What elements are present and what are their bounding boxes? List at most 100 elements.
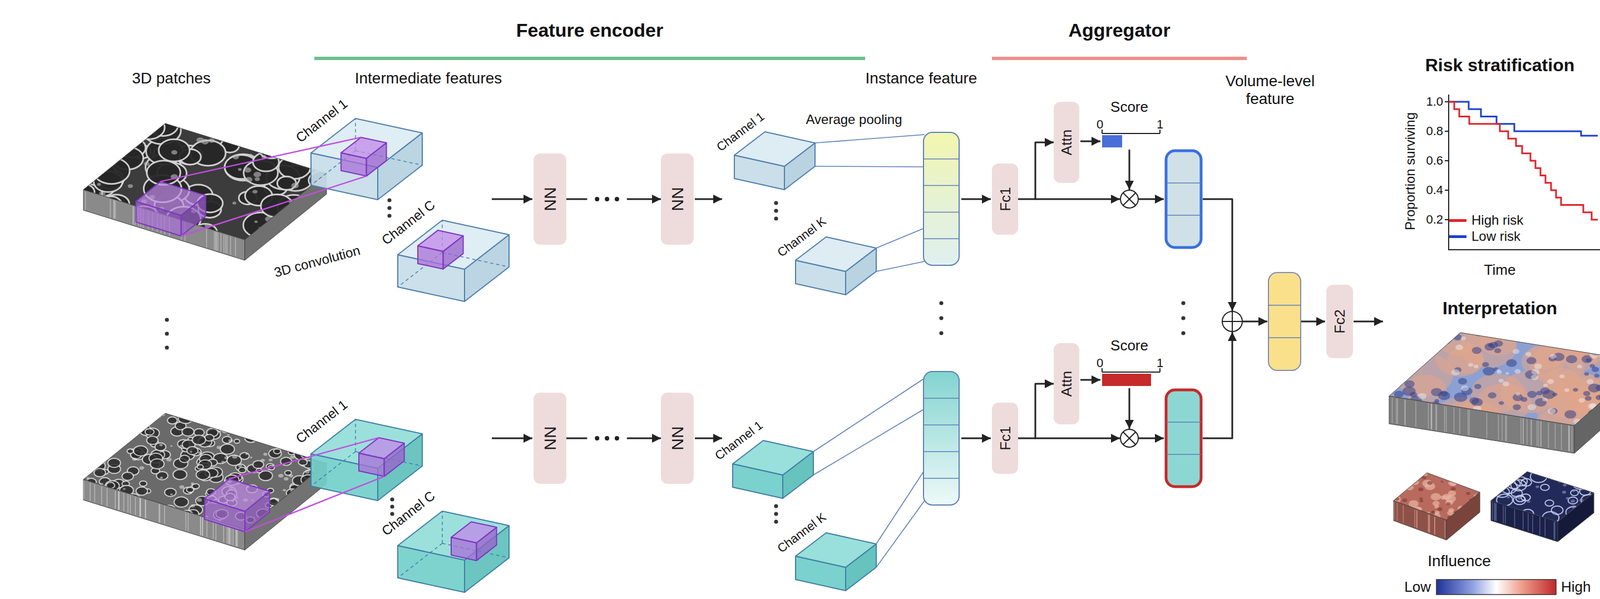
texture-cell [1547,408,1557,415]
slab-top [83,123,327,240]
slab-texture [145,500,147,519]
vector-cell-line [923,397,960,399]
texture-cell [303,212,339,238]
label-holder: Score [1110,337,1149,355]
texture-cell [158,139,190,162]
texture-cell [1463,510,1470,516]
texture-cell [131,457,137,462]
texture-cell [268,448,282,458]
texture-cell [1458,378,1468,385]
texture-cell [94,521,103,528]
slab-texture [1485,468,1598,525]
texture-cell [174,516,188,527]
vector-cell-line [1166,421,1202,423]
texture-cell [264,216,273,222]
texture-cell [270,432,274,436]
box-label: NN [541,426,559,451]
slab-texture [1522,418,1524,444]
ellipsis-dot [387,213,392,218]
texture-cell [307,525,311,528]
texture-cell [228,438,233,443]
vector-cell-line [923,451,960,453]
feature-cubes [310,118,510,593]
flow-arrow [491,198,533,201]
texture-cell [252,427,267,438]
texture-cell [1419,497,1423,500]
slab-texture [1436,405,1438,431]
pooling-line [813,408,925,476]
ellipsis-dot [773,208,778,213]
texture-cell [1408,500,1419,508]
slab-texture [1396,502,1399,521]
texture-cell [1502,381,1510,387]
pooling-line [813,378,925,452]
slab-texture [1395,398,1397,424]
multiply-symbol [1123,193,1136,206]
slab-texture [117,491,120,511]
texture-cell [283,428,290,433]
slab-texture [1416,510,1418,528]
vector-cell-line [1166,214,1202,216]
texture-cell [1523,512,1527,515]
legend-swatch [1449,235,1467,239]
slab-texture [1430,403,1432,430]
texture-cell [99,500,106,505]
flow-arrow [566,437,661,440]
texture-cell [1584,372,1590,376]
texture-cell [96,183,101,186]
texture-cell [1450,487,1456,491]
texture-cell [1576,519,1579,522]
texture-cell [170,493,174,496]
label-holder: Channel 1 [292,95,350,146]
slab-texture [1494,502,1496,521]
texture-cell [179,445,184,448]
texture-cell [1595,384,1600,392]
texture-cell [313,489,316,491]
texture-cell [1507,471,1520,481]
column-label: Instance feature [865,69,978,88]
slab-texture [1495,503,1498,522]
texture-cell [90,412,100,420]
ellipsis-dot [773,511,778,516]
box-label: NN [541,186,559,211]
pooling-line [876,470,925,545]
slab-texture [1486,412,1488,439]
vector-cell-line [923,185,960,187]
texture-cell [170,514,184,525]
texture-cell [196,418,202,422]
texture-cell [1574,478,1579,482]
label-holder: 3D patches [131,69,211,88]
texture-cell [163,515,169,520]
texture-cell [282,421,290,428]
section-rule [314,56,866,61]
texture-cell [319,524,324,528]
texture-cell [179,485,185,489]
section-heading: Aggregator [1068,19,1170,42]
texture-cell [288,435,294,439]
ellipsis-dot [1181,331,1185,335]
ellipsis-dot [604,196,610,202]
slab-texture [113,200,115,219]
panel-heading: Risk stratification [1425,55,1575,76]
slab-texture [228,525,230,545]
texture-cell [1447,331,1456,337]
texture-cell [226,433,230,436]
texture-cell [1446,502,1451,506]
texture-cell [144,161,151,167]
slab-texture [164,505,166,525]
texture-cell [130,511,141,520]
column-label: Volume-level feature [1214,72,1326,108]
texture-cell [300,490,314,501]
texture-cell [85,453,90,458]
flow-arrow [1202,199,1233,311]
texture-cell [295,501,306,509]
texture-cell [1472,347,1482,355]
texture-cell [1530,470,1548,483]
texture-cell [82,506,96,516]
texture-cell [224,456,229,460]
flow-arrow [1353,321,1384,323]
texture-cell [286,420,301,431]
texture-cell [262,527,265,530]
texture-cell [164,488,177,497]
texture-cell [1581,481,1584,483]
